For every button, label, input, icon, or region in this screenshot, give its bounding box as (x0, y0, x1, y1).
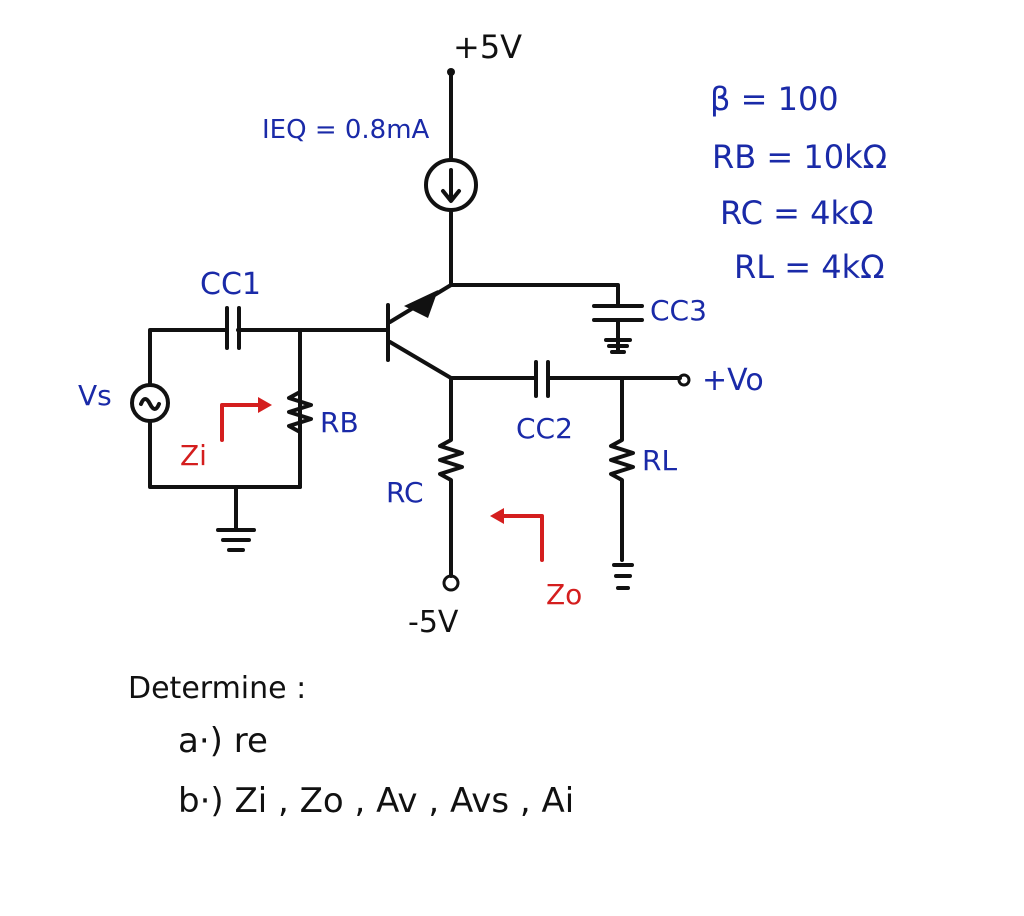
cc1-capacitor-plates (225, 306, 241, 350)
task-item-a: a·) re (178, 721, 268, 761)
param-rl: RL = 4kΩ (734, 248, 885, 286)
vee-terminal (442, 574, 460, 592)
input-ground-symbol (216, 528, 256, 552)
output-label: +Vo (702, 363, 764, 398)
rl-resistor (609, 376, 635, 562)
current-source-arrow (441, 168, 461, 203)
rb-resistor (287, 383, 313, 489)
vee-label: -5V (408, 605, 459, 640)
rc-label: RC (386, 476, 424, 509)
zi-arrow (220, 403, 264, 442)
current-source-label: IEQ = 0.8mA (262, 115, 430, 145)
rb-label: RB (320, 406, 359, 439)
cc1-label: CC1 (200, 267, 261, 302)
transistor-collector-lead (388, 340, 453, 380)
rl-ground-symbol (612, 563, 634, 590)
zi-arrowhead (258, 397, 272, 413)
cc1-left-wire (148, 328, 229, 387)
cc3-capacitor-plates (592, 304, 644, 322)
cc3-label: CC3 (650, 294, 707, 327)
cc2-label: CC2 (516, 412, 573, 445)
zi-label: Zi (180, 439, 207, 472)
rc-resistor (438, 376, 464, 578)
zo-label: Zo (546, 578, 582, 611)
task-heading: Determine : (128, 671, 306, 706)
cc3-ground-symbol (604, 338, 632, 354)
param-beta: β = 100 (710, 80, 839, 118)
transistor-emitter-arrow (404, 290, 438, 318)
zo-arrowhead (490, 508, 504, 524)
vs-sine-glyph (139, 397, 161, 411)
input-loop-wire (148, 328, 302, 489)
vcc-label: +5V (453, 28, 522, 66)
rl-label: RL (642, 444, 677, 477)
emitter-to-cc3-wire (449, 283, 620, 306)
param-rb: RB = 10kΩ (712, 138, 887, 176)
vs-label: Vs (78, 379, 112, 412)
cc2-capacitor-plates (534, 360, 550, 398)
task-item-b: b·) Zi , Zo , Av , Avs , Ai (178, 781, 574, 821)
zo-arrow (498, 514, 544, 562)
param-rc: RC = 4kΩ (720, 194, 873, 232)
output-terminal (677, 373, 691, 387)
